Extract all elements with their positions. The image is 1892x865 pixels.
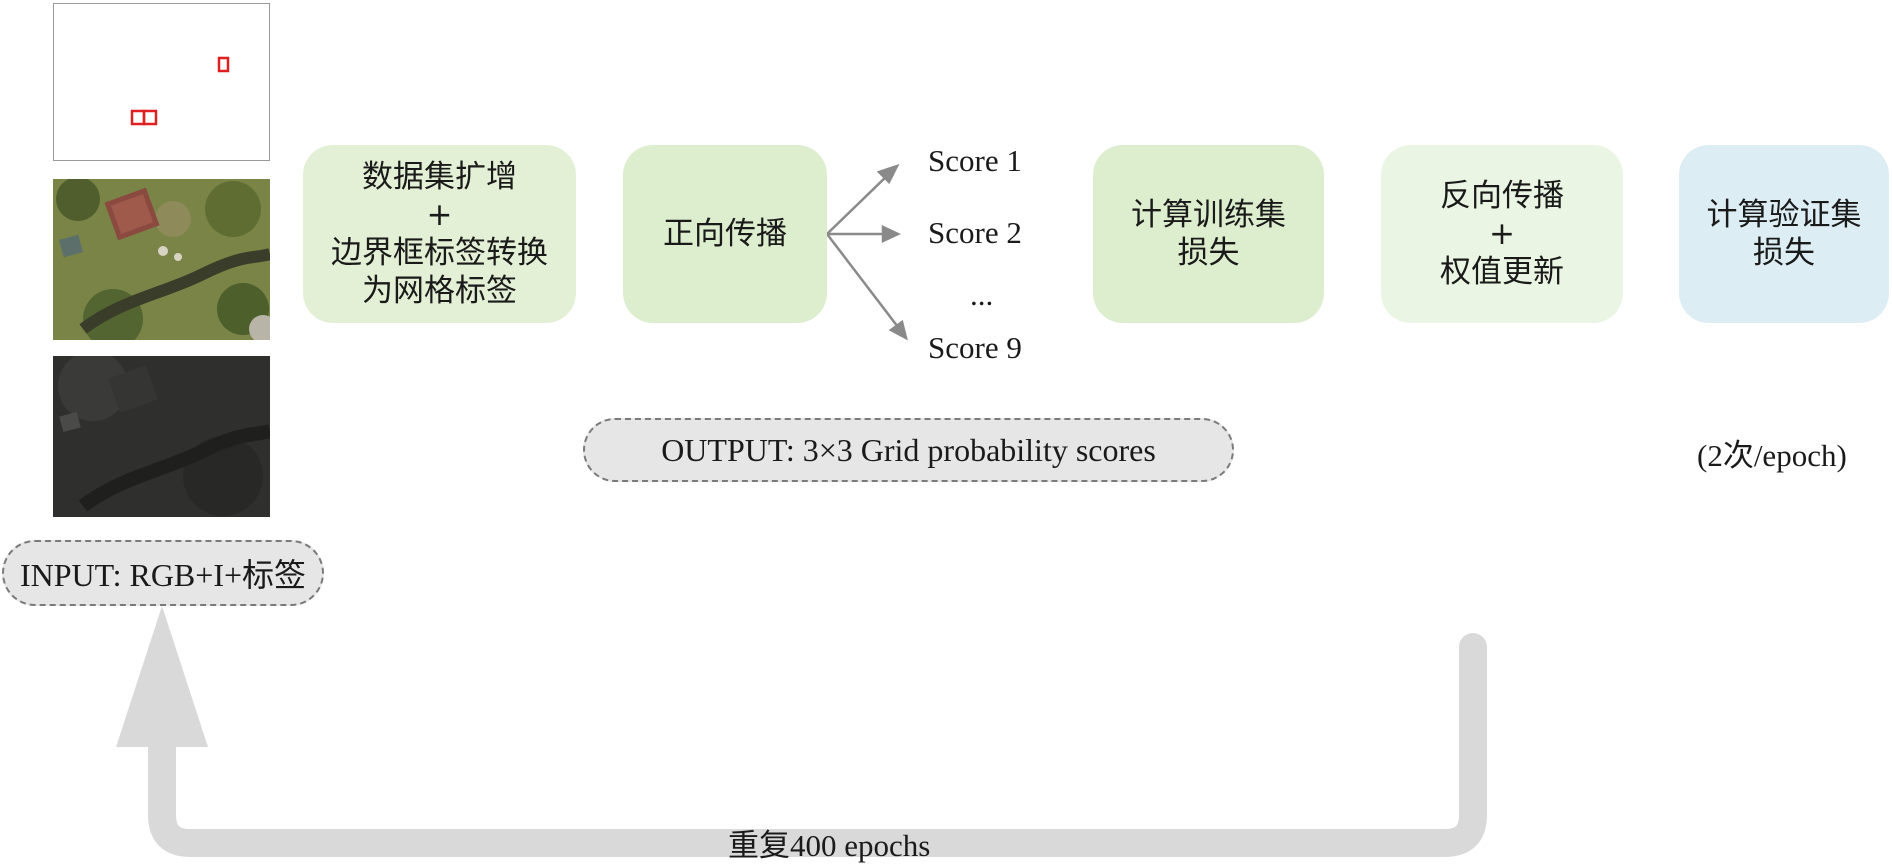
rgb-image-illustration [53, 179, 270, 340]
train-loss-step-box: 计算训练集 损失 [1093, 145, 1324, 323]
validation-loss-step-box: 计算验证集 损失 [1679, 145, 1889, 323]
arrowhead-score1 [876, 163, 900, 185]
score-9-label: Score 9 [928, 330, 1022, 365]
backprop-line: 权值更新 [1440, 254, 1564, 290]
bbox-marker [217, 56, 230, 73]
arrow-to-score1 [826, 171, 892, 235]
forward-step-box: 正向传播 [623, 145, 827, 323]
augment-line: + [426, 197, 453, 233]
score-arrows [826, 163, 908, 341]
repeat-loop-arrow-path [148, 633, 1487, 857]
score-1-label: Score 1 [928, 143, 1022, 178]
infrared-image-illustration [53, 356, 270, 517]
score-ellipsis: ... [970, 277, 994, 312]
output-label-text: OUTPUT: 3×3 Grid probability scores [661, 431, 1156, 468]
input-label-text: INPUT: RGB+I+标签 [19, 557, 307, 593]
bounding-box-markers [130, 56, 230, 126]
repeat-epochs-label: 重复400 epochs [728, 828, 931, 863]
validation-frequency-note: (2次/epoch) [1697, 438, 1847, 473]
infrared-aerial-image [53, 356, 270, 517]
train-loss-line: 损失 [1177, 235, 1240, 271]
bbox-marker [142, 109, 158, 126]
augment-line: 为网格标签 [362, 273, 517, 309]
bbox-marker [130, 109, 146, 126]
arrowhead-score9 [888, 319, 908, 341]
rgb-aerial-image [53, 179, 270, 340]
arrowhead-score2 [881, 225, 901, 243]
validation-loss-line: 损失 [1753, 235, 1815, 271]
input-label: INPUT: RGB+I+标签 [2, 540, 324, 606]
forward-line: 正向传播 [663, 216, 787, 252]
train-loss-line: 计算训练集 [1131, 197, 1286, 233]
score-2-label: Score 2 [928, 215, 1022, 250]
backprop-line: + [1489, 216, 1515, 252]
arrow-to-score9 [826, 233, 902, 332]
backprop-step-box: 反向传播 + 权值更新 [1381, 145, 1623, 323]
augment-line: 数据集扩增 [362, 159, 517, 195]
output-label: OUTPUT: 3×3 Grid probability scores [583, 418, 1234, 482]
label-image [53, 3, 270, 161]
validation-loss-line: 计算验证集 [1706, 197, 1862, 233]
backprop-line: 反向传播 [1440, 178, 1564, 214]
augment-line: 边界框标签转换 [331, 235, 548, 271]
augment-step-box: 数据集扩增 + 边界框标签转换 为网格标签 [303, 145, 576, 323]
repeat-loop-arrowhead [116, 606, 208, 747]
